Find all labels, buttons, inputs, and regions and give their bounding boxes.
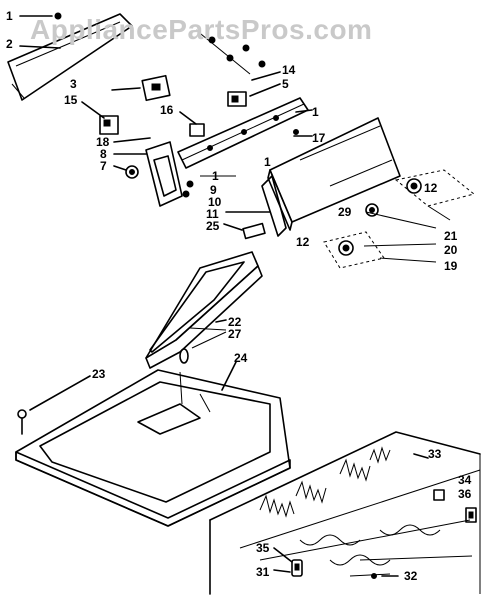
callout-31: 31 (256, 565, 270, 579)
callout-35: 35 (256, 541, 270, 555)
wire-part-32 (349, 573, 399, 579)
leader-16 (179, 111, 197, 125)
leader-24 (221, 361, 237, 391)
callout-10: 10 (208, 195, 222, 209)
leader-14 (251, 71, 281, 81)
callout-8: 8 (100, 147, 107, 161)
callout-5: 5 (282, 77, 289, 91)
console-panel (261, 117, 401, 237)
callout-1-lower: 1 (212, 169, 219, 183)
screws-top-center (195, 29, 266, 75)
callout-33: 33 (428, 447, 442, 461)
screw-part-23 (17, 375, 91, 435)
bracket-rail (177, 97, 309, 169)
callout-36: 36 (458, 487, 472, 501)
bezel-part-8 (145, 141, 183, 207)
switch-part-15 (99, 115, 119, 135)
knob-part-29 (365, 203, 379, 217)
seal-part-27 (179, 331, 227, 364)
door-panel (145, 251, 263, 369)
leader-25 (223, 223, 243, 231)
callout-29: 29 (338, 205, 352, 219)
callout-7: 7 (100, 159, 107, 173)
callout-1-mid: 1 (264, 155, 271, 169)
top-panel (15, 369, 291, 527)
callout-9: 9 (210, 183, 217, 197)
callout-24: 24 (234, 351, 248, 365)
callout-19: 19 (444, 259, 458, 273)
leader-18 (113, 137, 151, 143)
knob-part-12-upper (406, 178, 422, 194)
knob-part-7 (125, 165, 139, 179)
callout-11: 11 (206, 207, 219, 221)
callout-18: 18 (96, 135, 110, 149)
callout-27: 27 (228, 327, 242, 341)
callout-1-top: 1 (6, 9, 13, 23)
harness-inset-frame (209, 431, 481, 595)
callout-2: 2 (6, 37, 13, 51)
callout-14: 14 (282, 63, 296, 77)
callout-22: 22 (228, 315, 242, 329)
callout-23: 23 (92, 367, 106, 381)
callout-17: 17 (312, 131, 326, 145)
callout-20: 20 (444, 243, 458, 257)
dashed-region-21 (394, 169, 476, 221)
callout-12-lower: 12 (296, 235, 310, 249)
connector-part-31-35 (273, 547, 303, 577)
wiring-harness (239, 446, 481, 566)
callout-16: 16 (160, 103, 174, 117)
callout-32: 32 (404, 569, 418, 583)
leader-22 (215, 319, 227, 323)
callout-25: 25 (206, 219, 220, 233)
watermark-text: AppliancePartsPros.com (30, 14, 373, 45)
callout-1-right: 1 (312, 105, 319, 119)
callout-12-upper: 12 (424, 181, 438, 195)
callout-34: 34 (458, 473, 472, 487)
leader-2 (19, 45, 61, 49)
dashed-region-20-19 (323, 211, 437, 269)
screw-part-1-top (19, 12, 62, 20)
leader-1b (295, 109, 313, 113)
leader-15 (81, 101, 105, 119)
spring-part-25 (242, 222, 266, 240)
switch-part-3 (141, 74, 171, 102)
leader-33 (413, 453, 429, 459)
callout-15: 15 (64, 93, 78, 107)
leader-3 (111, 87, 141, 91)
knob-part-12-lower (338, 240, 354, 256)
callout-3: 3 (70, 77, 77, 91)
clip-part-9-10 (182, 175, 236, 198)
trim-strip (7, 13, 133, 101)
leader-5 (249, 83, 281, 97)
leader-7 (113, 165, 127, 171)
clip-part-5 (227, 91, 247, 107)
callout-21: 21 (444, 229, 458, 243)
connector-part-34-36 (433, 489, 477, 523)
